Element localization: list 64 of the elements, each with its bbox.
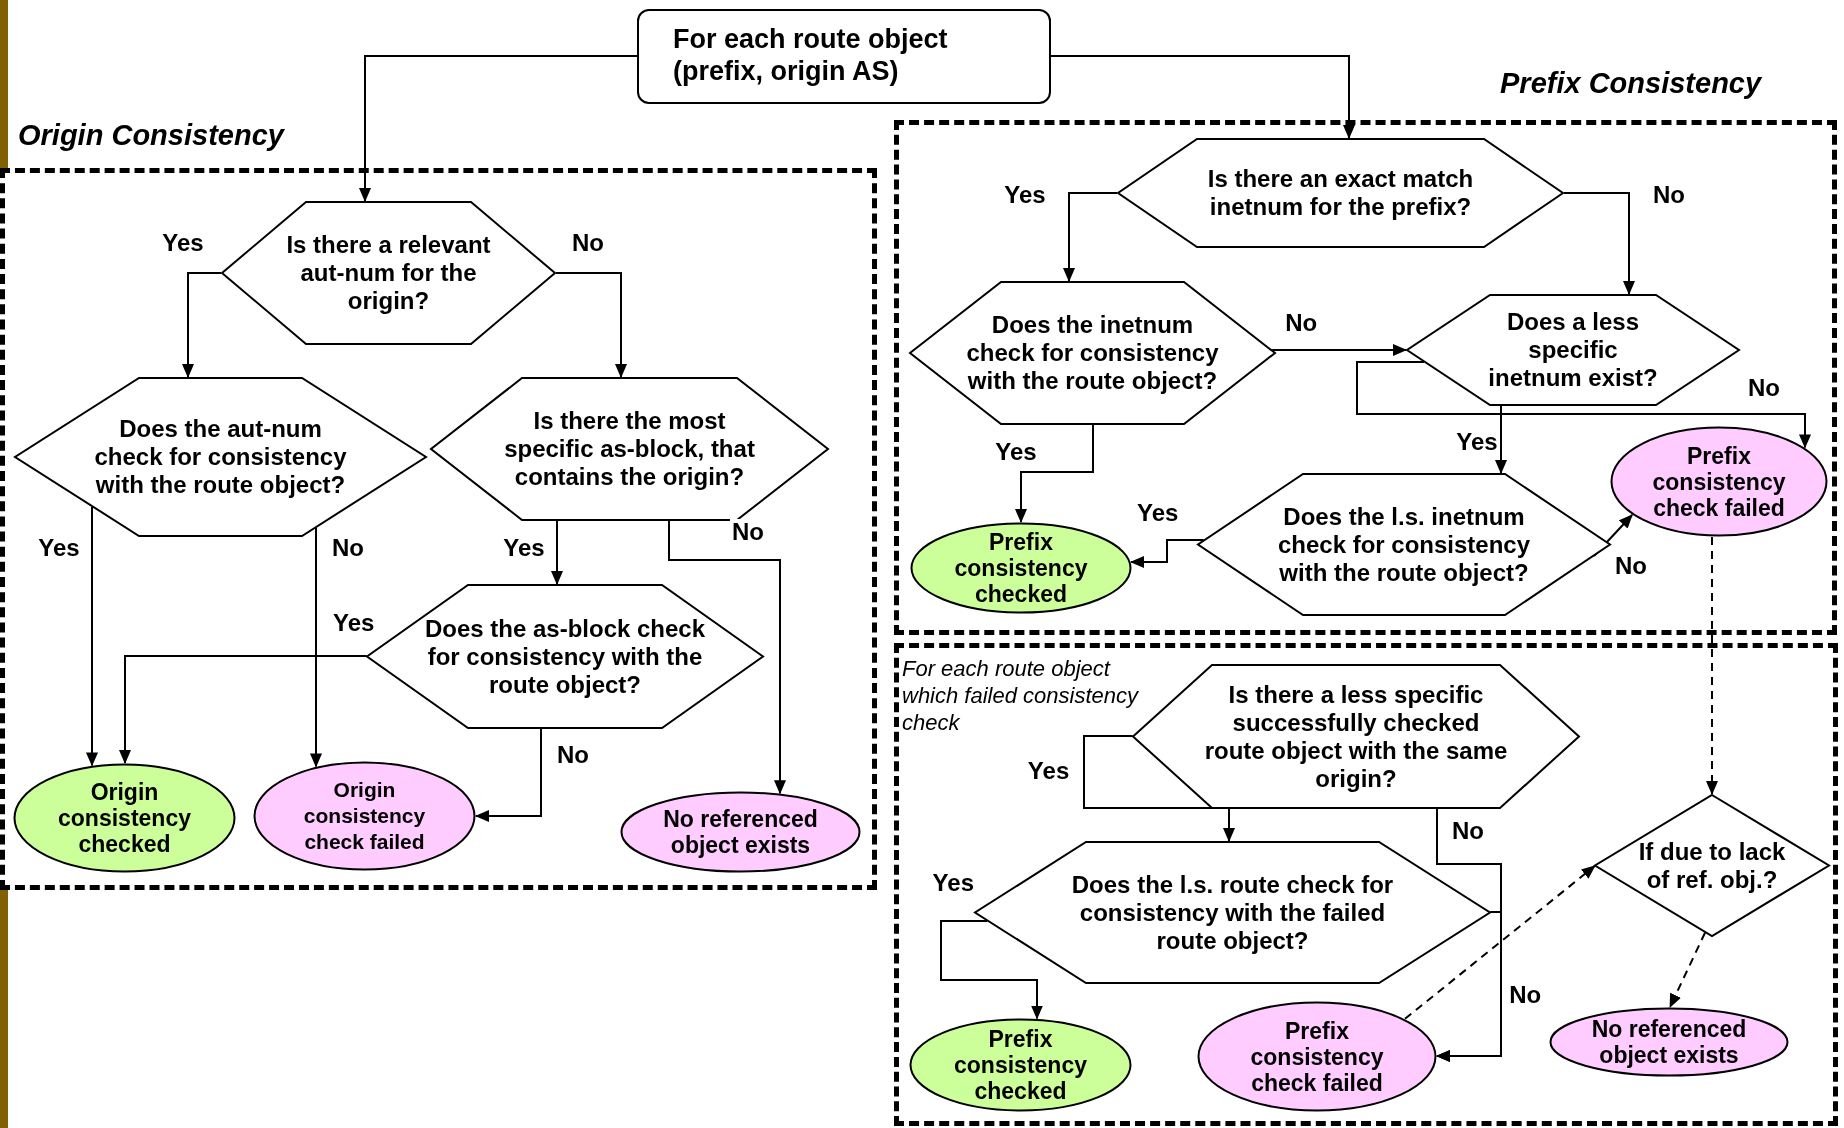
- arrow: [359, 55, 638, 202]
- arrow: [1083, 735, 1235, 842]
- result-text: Prefix consistency check failed: [1651, 442, 1787, 521]
- region-note: For each route object which failed consistency check: [902, 655, 1140, 736]
- result-ellipse: [13, 763, 236, 873]
- arrow: [1356, 361, 1811, 449]
- arrow: [1130, 539, 1205, 568]
- arrow: [1706, 535, 1718, 795]
- region-heading: Origin Consistency: [18, 118, 284, 152]
- question-text: Does the l.s. inetnum check for consistency with the route object?: [1276, 502, 1532, 587]
- question-text: Does the l.s. route check for consistency with the failed route object?: [1070, 870, 1395, 955]
- decision-hexagon: [1117, 138, 1564, 248]
- arrow: [119, 655, 368, 764]
- result-ellipse: [253, 761, 476, 871]
- start-box: [637, 9, 1051, 104]
- result-ellipse: [1549, 1007, 1789, 1077]
- arrow: [1015, 424, 1094, 523]
- arrow: [1063, 192, 1118, 282]
- decision-hexagon: [909, 281, 1276, 425]
- question-text: If due to lack of ref. obj.?: [1637, 837, 1787, 894]
- question-text: Is there an exact match inetnum for the prefix?: [1206, 165, 1475, 221]
- start-text: For each route object (prefix, origin AS): [673, 23, 949, 87]
- question-text: Does the aut-num check for consistency with the route object?: [93, 415, 348, 499]
- decision-diamond: [1594, 794, 1830, 937]
- arrow: [475, 728, 542, 822]
- question-text: Does the inetnum check for consistency with the route object?: [965, 311, 1220, 395]
- result-text: No referenced object exists: [1590, 1016, 1748, 1068]
- result-ellipse: [1197, 1001, 1437, 1112]
- result-text: Prefix consistency check failed: [1249, 1017, 1385, 1096]
- question-text: Does the as-block check for consistency with the route object?: [423, 614, 707, 699]
- decision-hexagon: [221, 201, 556, 345]
- arrow: [1563, 192, 1635, 295]
- decision-hexagon: [1197, 473, 1611, 616]
- arrow: [551, 520, 563, 585]
- arrow: [86, 505, 98, 767]
- region-heading: Prefix Consistency: [1500, 66, 1762, 100]
- arrow: [1669, 931, 1706, 1008]
- result-text: Prefix consistency checked: [953, 1026, 1088, 1104]
- question-text: Does a less specific inetnum exist?: [1487, 308, 1659, 392]
- question-text: Is there a relevant aut-num for the origin?: [285, 231, 492, 315]
- question-text: Is there the most specific as-block, that contains the origin?: [503, 407, 756, 491]
- decision-hexagon: [974, 841, 1491, 984]
- arrow: [1495, 405, 1507, 474]
- arrow: [182, 272, 222, 378]
- result-ellipse: [909, 1018, 1132, 1112]
- result-ellipse: [910, 522, 1132, 614]
- arrow: [1050, 55, 1355, 139]
- decision-hexagon: [1406, 294, 1740, 406]
- result-text: Prefix consistency checked: [953, 529, 1089, 607]
- arrow: [668, 520, 786, 795]
- arrow: [940, 920, 1043, 1020]
- decision-hexagon: [430, 377, 829, 521]
- question-text: Is there a less specific successfully checked route object with the same origin?: [1203, 680, 1509, 793]
- arrow: [1404, 865, 1596, 1020]
- result-text: No referenced object exists: [662, 806, 819, 858]
- arrow: [1436, 911, 1502, 1062]
- arrow: [310, 527, 322, 768]
- result-text: Origin consistency check failed: [302, 777, 427, 855]
- result-ellipse: [1610, 426, 1828, 537]
- arrow: [555, 272, 627, 378]
- result-text: Origin consistency checked: [57, 779, 192, 857]
- arrow: [1271, 344, 1407, 356]
- result-ellipse: [620, 791, 861, 873]
- decision-hexagon: [14, 377, 427, 537]
